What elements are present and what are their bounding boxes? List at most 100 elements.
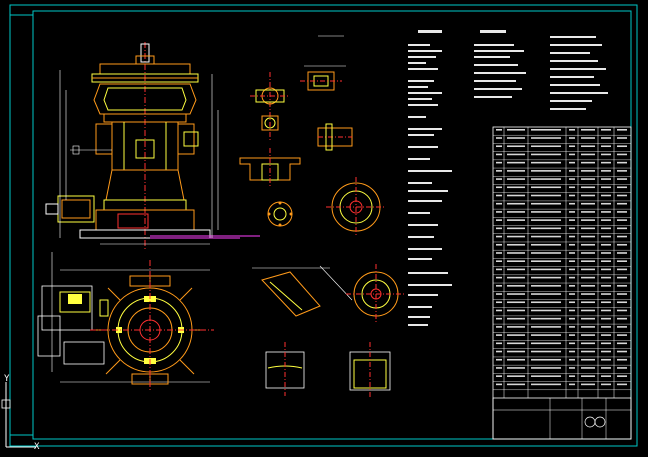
parts-list-cell-text bbox=[496, 211, 502, 213]
parts-list-cell-text bbox=[581, 268, 595, 271]
parts-list-cell-text bbox=[531, 178, 561, 180]
parts-list-cell-text bbox=[496, 194, 502, 197]
parts-list-cell-text bbox=[569, 153, 575, 156]
parts-list-cell-text bbox=[617, 235, 627, 238]
parts-list-cell-text bbox=[569, 334, 575, 336]
parts-list-cell-text bbox=[507, 350, 525, 353]
parts-list-cell-text bbox=[581, 178, 595, 180]
parts-list-cell-text bbox=[569, 243, 575, 246]
parts-list-cell-text bbox=[531, 326, 561, 328]
parts-list-cell-text bbox=[617, 194, 627, 197]
parts-list-cell-text bbox=[507, 137, 525, 139]
parts-list-cell-text bbox=[581, 309, 595, 312]
parts-list-cell-text bbox=[531, 145, 561, 148]
parts-list-cell-text bbox=[617, 129, 627, 131]
detail-view-flange-large[interactable] bbox=[326, 177, 386, 237]
parts-list-cell-text bbox=[601, 202, 611, 205]
parts-list-cell-text bbox=[569, 358, 575, 361]
parts-list-cell-text bbox=[617, 276, 627, 279]
parts-list-cell-text bbox=[617, 334, 627, 336]
parts-list-cell-text bbox=[601, 129, 611, 131]
parts-list-cell-text bbox=[617, 227, 627, 230]
parts-list-cell-text bbox=[617, 301, 627, 304]
parts-list-cell-text bbox=[569, 342, 575, 345]
parts-list-cell-text bbox=[601, 252, 611, 254]
parts-list-cell-text bbox=[581, 317, 595, 320]
parts-list-cell-text bbox=[601, 260, 611, 262]
parts-list-cell-text bbox=[507, 235, 525, 238]
main-elevation-view[interactable] bbox=[45, 42, 260, 250]
parts-list-cell-text bbox=[496, 202, 502, 205]
parts-list-cell-text bbox=[507, 186, 525, 189]
parts-list-cell-text bbox=[617, 342, 627, 345]
parts-list-cell-text bbox=[601, 235, 611, 238]
parts-list-cell-text bbox=[581, 129, 595, 131]
parts-list-cell-text bbox=[531, 383, 561, 386]
parts-list-cell-text bbox=[496, 129, 502, 131]
parts-list-cell-text bbox=[531, 202, 561, 205]
parts-list-cell-text bbox=[581, 350, 595, 353]
parts-list-cell-text bbox=[531, 375, 561, 377]
parts-list-cell-text bbox=[569, 309, 575, 312]
parts-list-cell-text bbox=[507, 161, 525, 164]
parts-list-cell-text bbox=[569, 202, 575, 205]
detail-view-gear[interactable] bbox=[346, 264, 406, 324]
parts-list-cell-text bbox=[507, 301, 525, 304]
parts-list-cell-text bbox=[601, 383, 611, 386]
parts-list-cell-text bbox=[617, 326, 627, 328]
parts-list-cell-text bbox=[601, 367, 611, 369]
parts-list-cell-text bbox=[601, 293, 611, 295]
parts-list-cell-text bbox=[507, 293, 525, 295]
detail-view-bracket[interactable] bbox=[239, 148, 301, 188]
parts-list-cell-text bbox=[617, 383, 627, 386]
parts-list-cell-text bbox=[496, 326, 502, 328]
detail-view-cross[interactable] bbox=[250, 72, 290, 140]
parts-list-cell-text bbox=[601, 170, 611, 172]
parts-list-cell-text bbox=[617, 252, 627, 254]
parts-list-cell-text bbox=[569, 129, 575, 131]
parts-list-cell-text bbox=[581, 260, 595, 262]
detail-view-flange-small[interactable] bbox=[267, 201, 293, 227]
detail-view-pipe-right[interactable] bbox=[349, 342, 391, 398]
parts-list-cell-text bbox=[601, 137, 611, 139]
ucs-icon bbox=[1, 382, 36, 448]
parts-list-cell-text bbox=[569, 301, 575, 304]
detail-view-inclined[interactable] bbox=[252, 265, 353, 317]
parts-list-cell-text bbox=[581, 137, 595, 139]
parts-list-cell-text bbox=[569, 375, 575, 377]
parts-list-cell-text bbox=[507, 260, 525, 262]
parts-list-cell-text bbox=[581, 375, 595, 377]
parts-list-cell-text bbox=[531, 268, 561, 271]
parts-list-cell-text bbox=[531, 243, 561, 246]
parts-list-cell-text bbox=[531, 293, 561, 295]
parts-list-cell-text bbox=[531, 301, 561, 304]
parts-list-cell-text bbox=[507, 309, 525, 312]
detail-view-pipe-left[interactable] bbox=[265, 342, 305, 396]
parts-list-cell-text bbox=[496, 342, 502, 345]
parts-list-cell-text bbox=[531, 186, 561, 189]
parts-list-cell-text bbox=[601, 243, 611, 246]
parts-list-cell-text bbox=[531, 170, 561, 172]
parts-list-cell-text bbox=[617, 211, 627, 213]
parts-list-cell-text bbox=[531, 309, 561, 312]
parts-list-cell-text bbox=[507, 375, 525, 377]
parts-list-cell-text bbox=[496, 260, 502, 262]
parts-list-cell-text bbox=[496, 243, 502, 246]
parts-list-cell-text bbox=[601, 301, 611, 304]
parts-list-cell-text bbox=[507, 194, 525, 197]
parts-list-cell-text bbox=[507, 268, 525, 271]
parts-list-cell-text bbox=[507, 145, 525, 148]
parts-list-table[interactable] bbox=[492, 126, 632, 440]
parts-list-cell-text bbox=[496, 170, 502, 172]
parts-list-cell-text bbox=[531, 153, 561, 156]
parts-list-cell-text bbox=[496, 161, 502, 164]
parts-list-cell-text bbox=[531, 285, 561, 287]
parts-list-cell-text bbox=[581, 293, 595, 295]
parts-list-cell-text bbox=[601, 342, 611, 345]
parts-list-cell-text bbox=[601, 276, 611, 279]
detail-view-section[interactable] bbox=[317, 123, 353, 151]
plan-view[interactable] bbox=[37, 252, 214, 392]
detail-view-block[interactable] bbox=[300, 35, 346, 91]
